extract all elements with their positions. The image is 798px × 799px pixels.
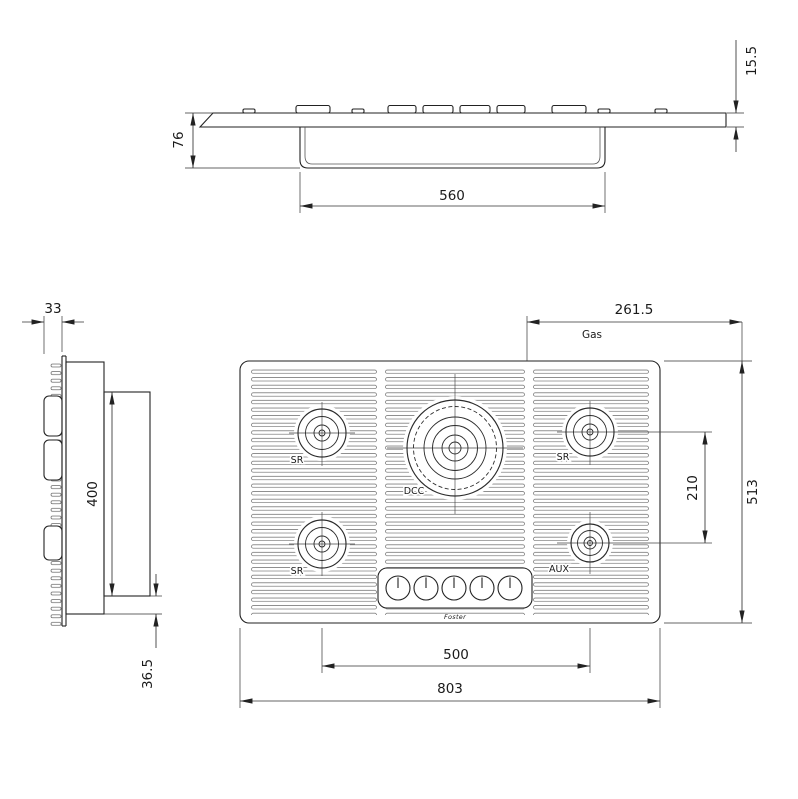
dim-lip-height-label: 15.5	[744, 46, 760, 76]
burner-bottom-right-aux	[570, 523, 610, 563]
dim-total-height-label: 76	[171, 131, 187, 148]
dim-bowl-length-label: 400	[85, 481, 101, 507]
burner-bottom-left-sr	[297, 519, 347, 569]
side-burner-cap	[43, 395, 63, 437]
side-elevation-view: 33 400 36.5	[22, 301, 162, 689]
dim-gas-offset-label: 261.5	[615, 302, 654, 318]
burner-top-left-sr	[297, 408, 347, 458]
side-burner-cap	[43, 439, 63, 481]
burner-label-sr-bottom-left: SR	[291, 566, 304, 577]
burner-label-sr-top-left: SR	[291, 455, 304, 466]
burner-label-dcc: DCC	[404, 486, 425, 497]
plan-view: SR SR SR AUX DCC Foster	[239, 360, 712, 624]
burner-center-dcc	[406, 399, 504, 497]
front-hob-profile	[198, 112, 727, 128]
grate-left	[250, 368, 378, 615]
front-elevation-view: 76 560 15.5	[171, 40, 760, 213]
front-bowl-outline	[299, 127, 606, 169]
dim-width-label: 803	[437, 681, 463, 697]
dim-grate-height-label: 33	[44, 301, 61, 317]
dim-depth-label: 513	[745, 479, 761, 505]
burner-label-aux: AUX	[549, 564, 569, 575]
plan-dimensions: 261.5 Gas 513 210 500 803	[239, 302, 761, 708]
side-burner-cap	[43, 525, 63, 561]
gas-connection-label: Gas	[582, 329, 602, 341]
control-knobs	[385, 575, 523, 601]
front-burner-caps	[242, 104, 668, 114]
dim-burner-row-spacing-label: 210	[685, 475, 701, 501]
brand-logo-text: Foster	[444, 613, 467, 621]
side-bowl-box	[103, 391, 151, 597]
burner-top-right-sr	[565, 407, 615, 457]
burner-label-sr-top-right: SR	[557, 452, 570, 463]
front-bowl-inner	[304, 127, 601, 165]
dim-bowl-width-label: 560	[439, 188, 465, 204]
dim-bottom-lip-label: 36.5	[140, 659, 156, 689]
burner-centerlines	[289, 374, 712, 576]
dim-burner-col-spacing-label: 500	[443, 647, 469, 663]
